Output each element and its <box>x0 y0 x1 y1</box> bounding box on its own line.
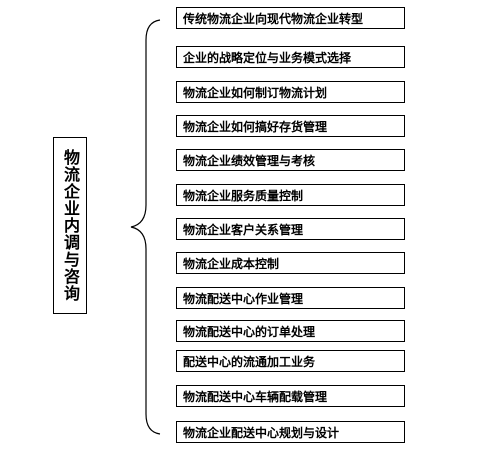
topic-item-label: 配送中心的流通加工业务 <box>183 354 316 369</box>
topic-item: 物流配送中心车辆配载管理 <box>176 385 405 407</box>
topic-item: 传统物流企业向现代物流企业转型 <box>176 7 405 29</box>
topic-item: 物流企业客户关系管理 <box>176 218 405 240</box>
topic-item-label: 物流企业如何搞好存货管理 <box>183 119 328 134</box>
topic-item-label: 传统物流企业向现代物流企业转型 <box>183 11 364 26</box>
topic-item: 物流企业配送中心规划与设计 <box>176 421 405 443</box>
topic-item: 物流企业如何搞好存货管理 <box>176 115 405 137</box>
topic-item-label: 物流配送中心车辆配载管理 <box>183 389 328 404</box>
topic-item-label: 物流企业成本控制 <box>183 256 280 271</box>
topic-item-label: 物流企业如何制订物流计划 <box>183 85 328 100</box>
topic-item-label: 物流企业配送中心规划与设计 <box>183 425 340 440</box>
topic-item: 物流配送中心的订单处理 <box>176 320 405 342</box>
root-node: 物流企业内调与咨询 <box>53 137 87 314</box>
topic-item-label: 物流企业绩效管理与考核 <box>183 153 316 168</box>
topic-item-label: 物流配送中心的订单处理 <box>183 324 316 339</box>
topic-item: 物流企业成本控制 <box>176 252 405 274</box>
topic-item: 配送中心的流通加工业务 <box>176 350 405 372</box>
topic-item-label: 企业的战略定位与业务模式选择 <box>183 50 352 65</box>
topic-item-label: 物流企业客户关系管理 <box>183 222 304 237</box>
topic-item: 物流企业绩效管理与考核 <box>176 149 405 171</box>
topic-item-label: 物流企业服务质量控制 <box>183 188 304 203</box>
root-label: 物流企业内调与咨询 <box>61 149 80 302</box>
topic-item-label: 物流配送中心作业管理 <box>183 291 304 306</box>
topic-item: 物流企业服务质量控制 <box>176 184 405 206</box>
topic-item: 物流企业如何制订物流计划 <box>176 81 405 103</box>
topic-item: 企业的战略定位与业务模式选择 <box>176 46 405 68</box>
topic-item: 物流配送中心作业管理 <box>176 287 405 309</box>
